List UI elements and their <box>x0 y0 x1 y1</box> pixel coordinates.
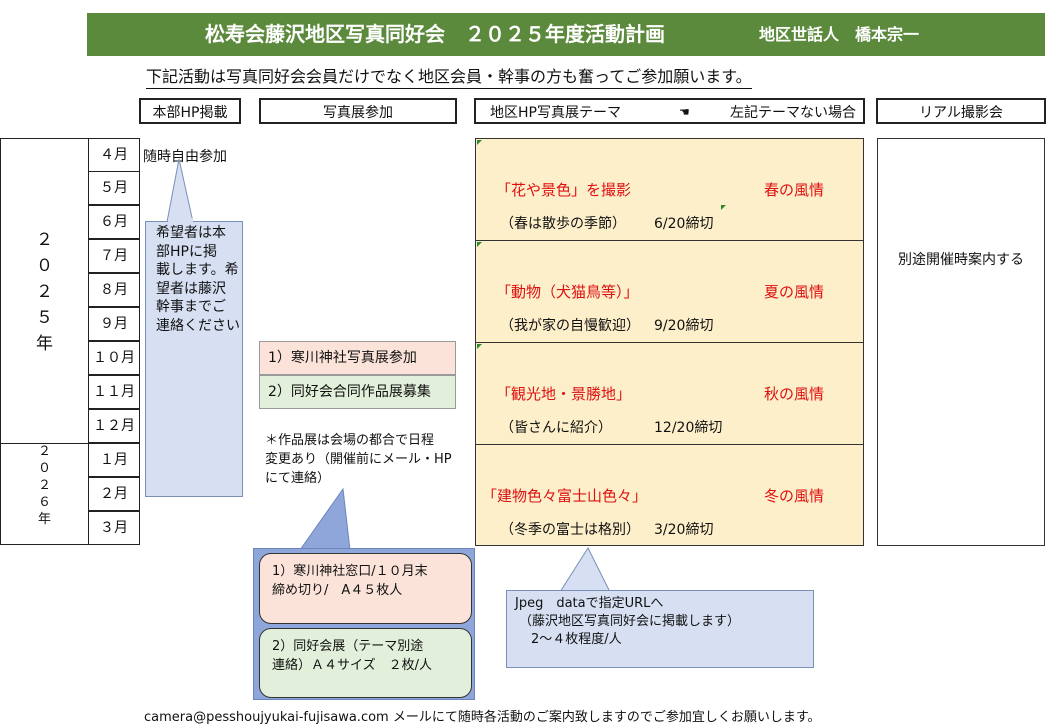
callout-line: 連絡ください <box>156 317 240 334</box>
free-participation: 随時自由参加 <box>143 149 227 165</box>
exhibit-detail-samukawa: 1）寒川神社窓口/１０月末 締め切り/ A４５枚人 <box>259 553 472 624</box>
theme-deadline: 6/20締切 <box>654 216 714 232</box>
header-real: リアル撮影会 <box>876 98 1046 124</box>
month-cell: ４月 <box>88 138 140 172</box>
theme-season: 春の風情 <box>764 181 825 199</box>
month-cell: １２月 <box>88 409 140 443</box>
detail-line: 2）同好会展（テーマ別途 <box>272 639 424 654</box>
year-2025-box: ２ ０ ２ ５ 年 <box>0 138 89 444</box>
real-note: 別途開催時案内する <box>898 252 1024 268</box>
theme-row-spring: 「花や景色」を撮影 春の風情 （春は散歩の季節） 6/20締切 <box>475 138 864 241</box>
callout-line: 希望者は本 <box>156 225 226 241</box>
exhibit-note: ＊作品展は会場の都合で日程 変更あり（開催前にメール・HP にて連絡） <box>265 431 452 488</box>
header-shashinten: 写真展参加 <box>259 98 457 124</box>
theme-row-winter: 「建物色々富士山色々」 冬の風情 （冬季の富士は格別） 3/20締切 <box>475 444 864 546</box>
honbu-callout-mask <box>146 218 238 222</box>
honbu-callout-text: 希望者は本 部HPに掲 載します。希 望者は藤沢 幹事までご 連絡ください <box>156 224 240 335</box>
theme-row-autumn: 「観光地・景勝地」 秋の風情 （皆さんに紹介） 12/20締切 <box>475 342 864 445</box>
year-char: 年 <box>37 512 51 527</box>
exhibit-item-joint: 2）同好会合同作品展募集 <box>259 375 456 409</box>
footer-contact: camera@pesshoujyukai-fujisawa.com メールにて随… <box>144 710 821 725</box>
theme-season: 秋の風情 <box>764 385 825 403</box>
theme-deadline: 12/20締切 <box>654 420 723 436</box>
theme-deadline: 9/20締切 <box>654 318 714 334</box>
theme-main: 「観光地・景勝地」 <box>496 385 632 403</box>
exhibit-item-samukawa: 1）寒川神社写真展参加 <box>259 341 456 375</box>
callout-line: 部HPに掲 <box>156 243 217 260</box>
cell-marker <box>477 140 482 145</box>
theme-sub: （皆さんに紹介） <box>500 420 612 436</box>
callout-line: 望者は藤沢 <box>156 280 226 297</box>
year-char: 年 <box>36 334 53 354</box>
year-char: ０ <box>36 256 53 276</box>
theme-callout: Jpeg dataで指定URLへ （藤沢地区写真同好会に掲載します） 2～４枚程… <box>506 590 814 668</box>
month-cell: ５月 <box>88 171 140 205</box>
page-title: 松寿会藤沢地区写真同好会 ２０２５年度活動計画 <box>205 22 665 46</box>
month-cell: ６月 <box>88 205 140 239</box>
month-cell: ３月 <box>88 511 140 545</box>
cell-marker <box>477 242 482 247</box>
cell-marker <box>477 344 482 349</box>
real-column: 別途開催時案内する <box>877 138 1045 546</box>
theme-sub: （我が家の自慢歓迎） <box>500 318 640 334</box>
detail-line: 締め切り/ A４５枚人 <box>272 583 403 598</box>
year-char: ０ <box>37 461 51 476</box>
theme-main: 「花や景色」を撮影 <box>496 181 632 199</box>
theme-deadline: 3/20締切 <box>654 522 714 538</box>
month-cell: ８月 <box>88 273 140 307</box>
theme-main: 「建物色々富士山色々」 <box>482 487 648 505</box>
person-in-charge: 地区世話人 橋本宗一 <box>759 25 920 44</box>
callout-line: Jpeg dataで指定URLへ <box>515 596 664 611</box>
honbu-callout <box>145 221 243 497</box>
title-banner: 松寿会藤沢地区写真同好会 ２０２５年度活動計画 地区世話人 橋本宗一 <box>87 13 1045 56</box>
year-2026-box: ２ ０ ２ ６ 年 <box>0 443 89 545</box>
month-cell: ２月 <box>88 477 140 511</box>
callout-line: 幹事までご <box>156 299 226 315</box>
theme-main: 「動物（犬猫鳥等）」 <box>496 283 639 301</box>
theme-sub: （春は散歩の季節） <box>500 216 626 232</box>
month-cell: ７月 <box>88 239 140 273</box>
month-cell: １月 <box>88 443 140 477</box>
header-theme: 地区HP写真展テーマ ☚ 左記テーマない場合 <box>474 98 865 124</box>
theme-season: 冬の風情 <box>764 487 825 505</box>
year-char: ２ <box>37 478 51 493</box>
year-char: ６ <box>37 495 51 510</box>
note-line: 変更あり（開催前にメール・HP <box>265 452 452 467</box>
exhibit-detail-joint: 2）同好会展（テーマ別途 連絡）Ａ４サイズ ２枚/人 <box>259 628 472 698</box>
header-no-theme-label: 左記テーマない場合 <box>730 105 856 121</box>
note-line: ＊作品展は会場の都合で日程 <box>265 433 435 448</box>
pointing-hand-icon: ☚ <box>679 105 690 119</box>
month-cell: １０月 <box>88 341 140 375</box>
theme-row-summer: 「動物（犬猫鳥等）」 夏の風情 （我が家の自慢歓迎） 9/20締切 <box>475 240 864 343</box>
detail-line: 連絡）Ａ４サイズ ２枚/人 <box>272 658 432 673</box>
theme-sub: （冬季の富士は格別） <box>500 522 640 538</box>
subtitle: 下記活動は写真同好会会員だけでなく地区会員・幹事の方も奮ってご参加願います。 <box>146 66 752 89</box>
callout-line: （藤沢地区写真同好会に掲載します） <box>519 614 741 629</box>
year-char: ５ <box>36 308 53 328</box>
note-line: にて連絡） <box>265 471 331 486</box>
theme-season: 夏の風情 <box>764 283 825 301</box>
header-honbu: 本部HP掲載 <box>139 98 241 124</box>
cell-marker <box>721 205 726 210</box>
year-char: ２ <box>36 282 53 302</box>
callout-line: 2～４枚程度/人 <box>531 632 622 647</box>
year-char: ２ <box>37 444 51 459</box>
month-cell: ９月 <box>88 307 140 341</box>
year-char: ２ <box>36 230 53 250</box>
header-theme-label: 地区HP写真展テーマ <box>490 105 621 121</box>
detail-line: 1）寒川神社窓口/１０月末 <box>272 564 428 579</box>
callout-line: 載します。希 <box>156 262 239 278</box>
month-cell: １１月 <box>88 375 140 409</box>
